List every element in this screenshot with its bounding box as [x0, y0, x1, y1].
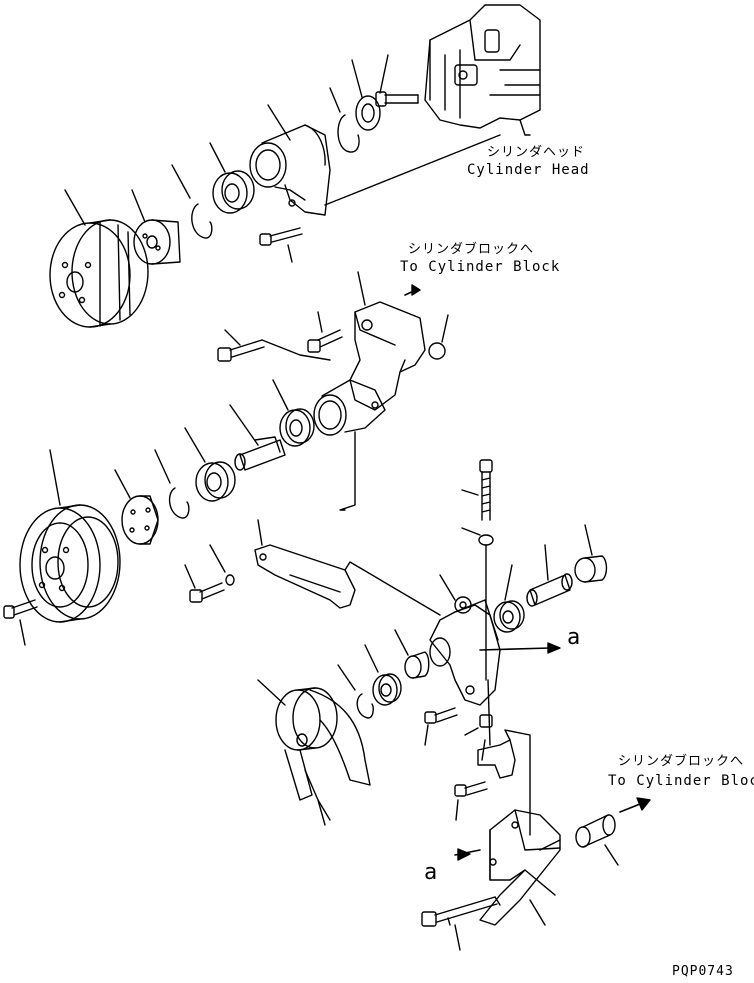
bolt-adjuster [184, 544, 235, 603]
nut-vertical [464, 714, 493, 736]
clip-bracket [477, 679, 531, 836]
pulley-housing-mid [313, 379, 386, 436]
pulley-lower [19, 449, 121, 623]
label-cylinder-block-2-jp: シリンダブロックへ [618, 754, 745, 769]
leader-head [324, 134, 501, 206]
bearing-lower [184, 427, 236, 502]
leader-housing-mid [339, 431, 356, 511]
snap-ring-top [329, 87, 360, 153]
bracket-upper [349, 271, 426, 411]
bolt-vertical [461, 459, 493, 521]
bolt-pulley-lower [3, 599, 38, 646]
hub-top [131, 189, 181, 265]
bolt-small-top [259, 227, 303, 263]
seal-washer [351, 59, 381, 131]
cap-right [574, 524, 608, 583]
label-cylinder-head-en: Cylinder Head [467, 162, 590, 178]
reference-mark-a-left: a [424, 860, 438, 885]
bolt-long-left [217, 329, 331, 362]
pulley-top [49, 189, 149, 328]
bushing-bearing-right [493, 564, 525, 633]
bolt-tensioner-lower [424, 707, 458, 746]
plug-small [428, 314, 449, 360]
bolt-short-left [307, 311, 343, 353]
hub-lower [114, 469, 159, 545]
bearing-idler [364, 644, 402, 706]
snap-ring-mid [171, 164, 213, 239]
bushing-left [394, 629, 430, 679]
tensioner-body [429, 574, 561, 706]
reference-mark-a-right: a [567, 625, 581, 650]
shaft-mid [229, 404, 286, 471]
cylinder-head [424, 4, 541, 136]
snap-ring-idler [337, 664, 374, 719]
adjuster-bar [254, 519, 441, 616]
bearing-mid [272, 379, 315, 447]
drawing-code: PQP0743 [672, 964, 734, 979]
idler-pulley [257, 679, 371, 826]
snap-ring-lower [154, 449, 190, 519]
lower-bracket [454, 809, 561, 926]
label-cylinder-block-jp: シリンダブロックへ [408, 242, 535, 257]
label-cylinder-head-jp: シリンダヘッド [487, 145, 586, 160]
washer-vertical [461, 527, 494, 681]
bolt-clip [454, 781, 488, 821]
label-cylinder-block-2-en: To Cylinder Block [608, 773, 754, 789]
bolt-long-bottom [421, 896, 501, 951]
pulley-housing-top [249, 104, 331, 216]
label-cylinder-block-en: To Cylinder Block [400, 259, 561, 275]
bolt-head-top [375, 54, 419, 107]
pin-right [526, 544, 573, 607]
bearing-top [209, 142, 255, 214]
spacer-tube [539, 797, 651, 866]
